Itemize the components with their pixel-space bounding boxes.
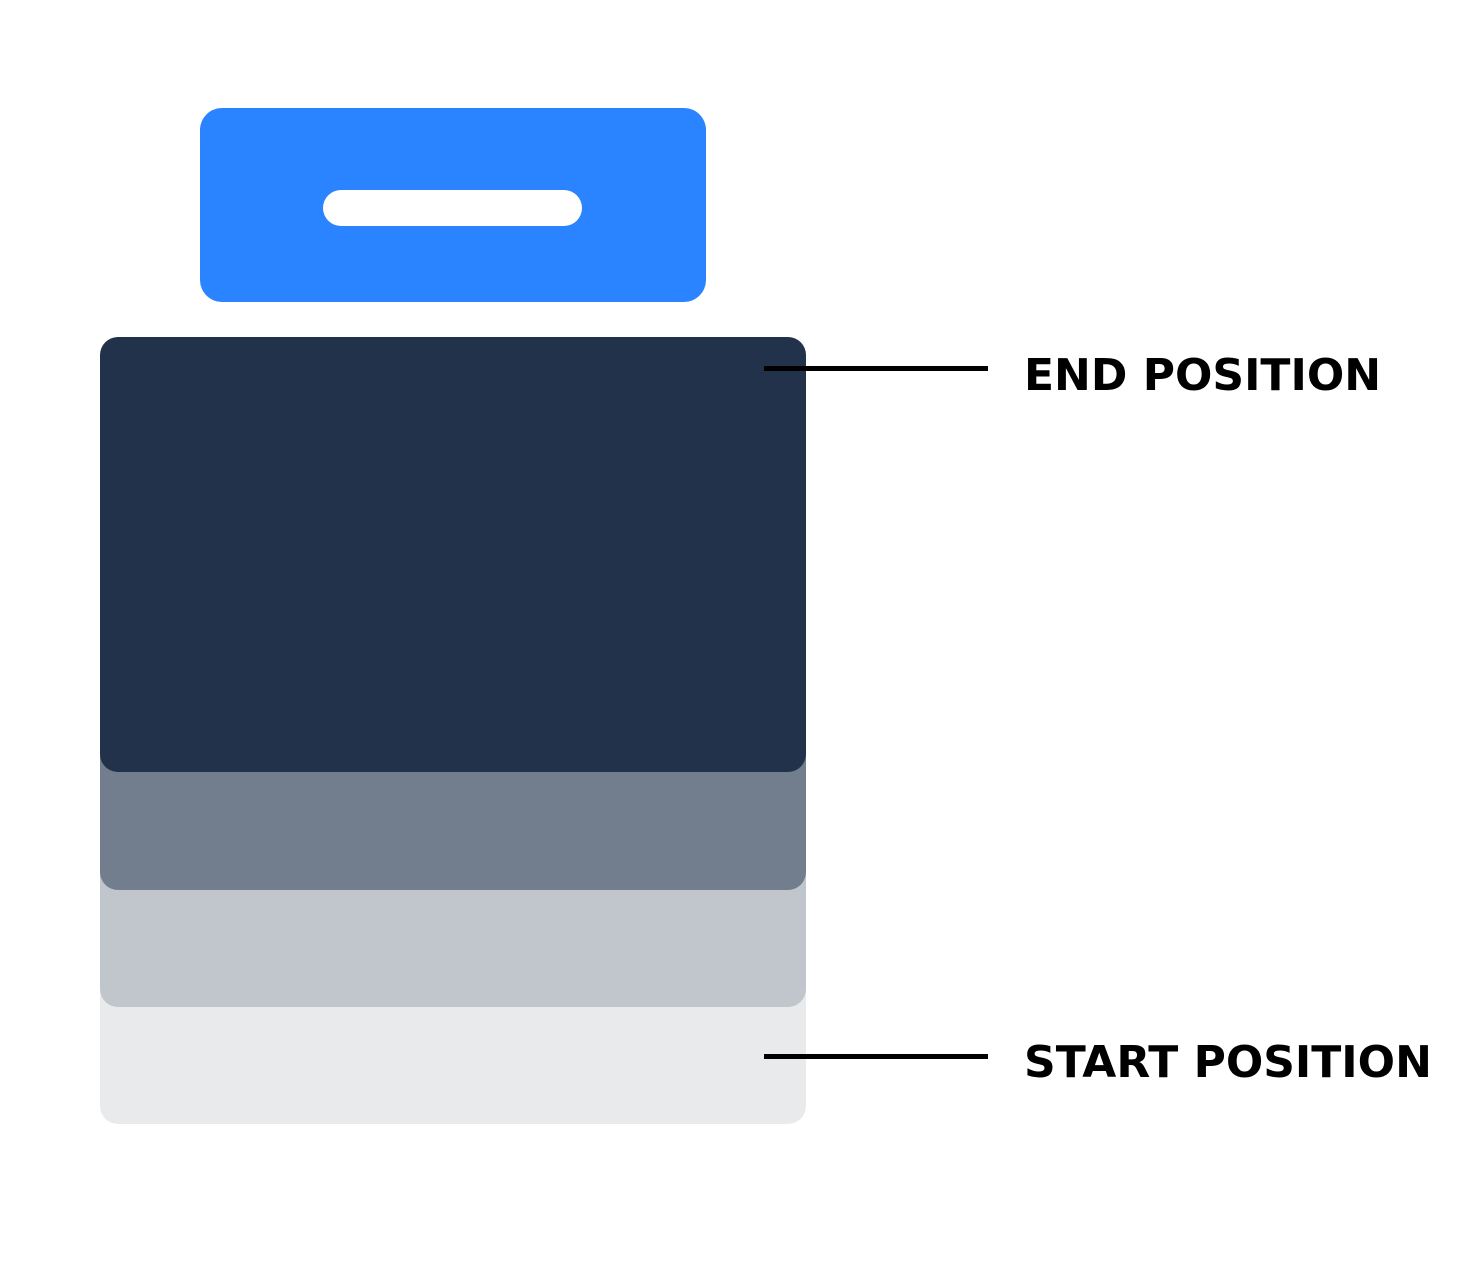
end-position-label: END POSITION (1024, 350, 1382, 401)
trigger-button (200, 108, 706, 302)
end-position-leader-line (764, 366, 988, 371)
end-position-panel (100, 337, 806, 772)
start-position-leader-line (764, 1054, 988, 1059)
trigger-bar-icon (323, 190, 582, 226)
start-position-label: START POSITION (1024, 1037, 1432, 1088)
